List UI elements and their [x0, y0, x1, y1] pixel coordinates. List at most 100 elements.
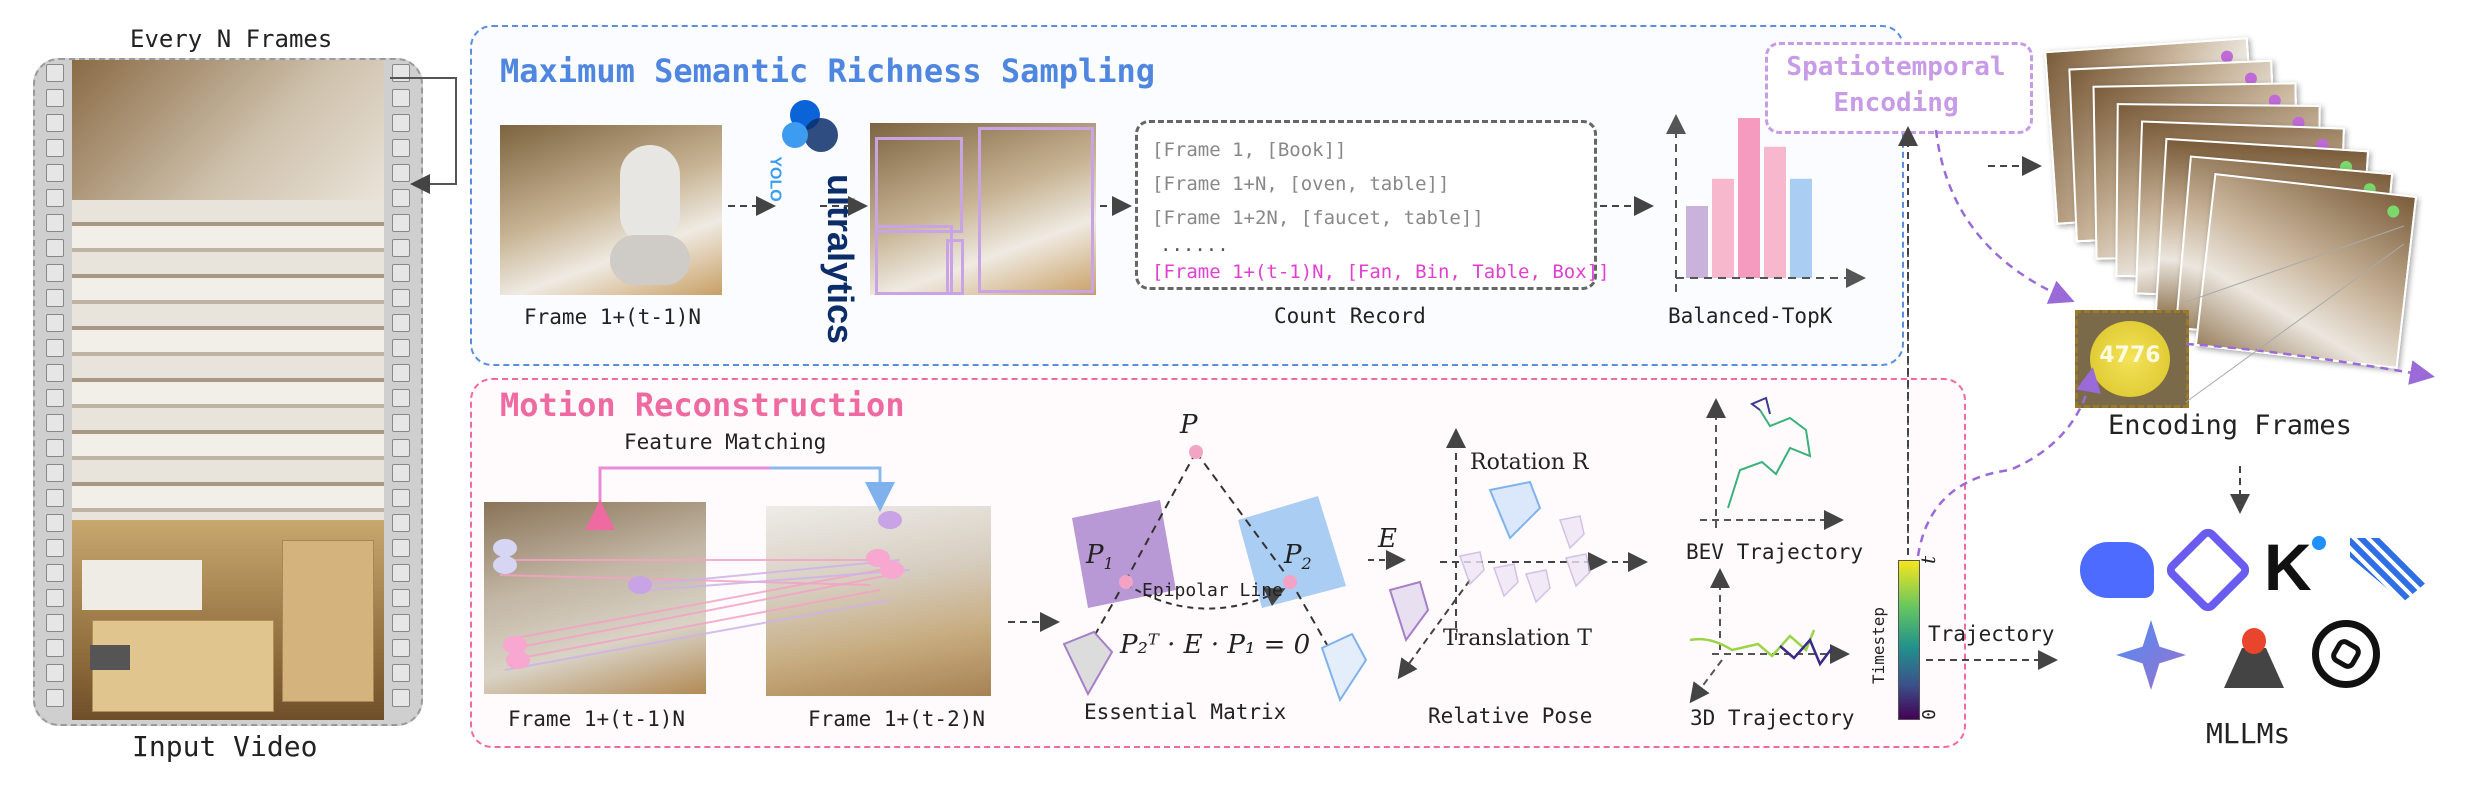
frame-stamp-icon [2386, 204, 2400, 219]
relative-pose-label: Relative Pose [1428, 704, 1593, 728]
input-video-label: Input Video [132, 730, 318, 763]
sprocket-hole [46, 689, 64, 707]
sprocket-hole [46, 189, 64, 207]
sprocket-hole [46, 589, 64, 607]
sprocket-hole [392, 139, 410, 157]
deepseek-icon [2080, 542, 2154, 598]
timestep-label: Timestep [1869, 606, 1889, 685]
film-sprockets-right [390, 64, 412, 714]
sprocket-hole [392, 414, 410, 432]
sprocket-hole [392, 189, 410, 207]
sprocket-hole [46, 314, 64, 332]
sprocket-hole [46, 214, 64, 232]
mllm-logos: K [2076, 524, 2436, 702]
sprocket-hole [46, 664, 64, 682]
sprocket-hole [46, 389, 64, 407]
sprocket-hole [392, 264, 410, 282]
sprocket-hole [46, 264, 64, 282]
sprocket-hole [46, 414, 64, 432]
epipolar-line-label: Epipolar Line [1142, 580, 1283, 601]
sprocket-hole [46, 64, 64, 82]
sprocket-hole [392, 89, 410, 107]
encoded-frame [2194, 173, 2418, 369]
sprocket-hole [46, 489, 64, 507]
trajectory-arrow-label: Trajectory [1928, 622, 2055, 646]
sprocket-hole [392, 364, 410, 382]
sprocket-hole [392, 564, 410, 582]
rotation-label: Rotation R [1470, 450, 1589, 475]
sprocket-hole [46, 114, 64, 132]
count-record-box: [Frame 1, [Book]] [Frame 1+N, [oven, tab… [1135, 120, 1610, 290]
sprocket-hole [46, 364, 64, 382]
film-sprockets-left [44, 64, 66, 714]
sprocket-hole [392, 589, 410, 607]
count-record-label: Count Record [1274, 304, 1426, 328]
encoding-title-line2: Encoding [1833, 88, 1959, 118]
sprocket-hole [392, 539, 410, 557]
sprocket-hole [46, 539, 64, 557]
frame-b-image [766, 506, 991, 696]
timestamp-stamp-zoom: 4776 [2075, 310, 2189, 408]
essential-equation: P₂ᵀ · E · P₁ = 0 [1120, 630, 1311, 660]
sprocket-hole [392, 289, 410, 307]
motion-title: Motion Reconstruction [500, 386, 905, 424]
ultralytics-logo-icon [782, 100, 842, 160]
encoding-frames-label: Encoding Frames [2108, 410, 2352, 441]
feature-matching-label: Feature Matching [624, 430, 827, 454]
sprocket-hole [46, 464, 64, 482]
sampled-frame-image [500, 125, 722, 295]
record-line: ...... [1160, 234, 1229, 256]
sprocket-hole [46, 614, 64, 632]
frame-b-label: Frame 1+(t-2)N [808, 707, 986, 731]
spatiotemporal-encoding-box [1765, 42, 2033, 134]
sprocket-hole [392, 689, 410, 707]
timestep-bottom-label: 0 [1918, 709, 1940, 720]
e-label: E [1378, 524, 1397, 554]
3d-trajectory-label: 3D Trajectory [1690, 706, 1855, 730]
bev-trajectory-label: BEV Trajectory [1686, 540, 1864, 564]
sprocket-hole [46, 514, 64, 532]
frame-a-image [484, 502, 706, 694]
timestep-colorbar [1898, 560, 1920, 720]
kimi-icon: K [2264, 530, 2312, 604]
sprocket-hole [392, 214, 410, 232]
kimi-dot-icon [2312, 536, 2326, 550]
openai-icon [2312, 620, 2380, 688]
yolo-wordmark: YOLO [766, 156, 784, 202]
sprocket-hole [392, 114, 410, 132]
essential-matrix-label: Essential Matrix [1084, 700, 1287, 724]
sprocket-hole [46, 139, 64, 157]
record-line: [Frame 1+N, [oven, table]] [1152, 173, 1450, 195]
sprocket-hole [392, 439, 410, 457]
volcano-icon [2218, 628, 2290, 688]
gemini-icon [2116, 620, 2186, 690]
sprocket-hole [392, 64, 410, 82]
ultralytics-wordmark: ultralytics [820, 173, 861, 345]
intern-icon [2350, 538, 2426, 602]
sprocket-hole [46, 639, 64, 657]
sprocket-hole [46, 339, 64, 357]
record-line: [Frame 1+2N, [faucet, table]] [1152, 207, 1484, 229]
arrow-encoding-to-stamp [1934, 129, 2075, 304]
sprocket-hole [392, 614, 410, 632]
translation-label: Translation T [1443, 626, 1592, 651]
detection-frame-image [870, 123, 1096, 295]
sprocket-hole [46, 564, 64, 582]
record-line: [Frame 1, [Book]] [1152, 139, 1347, 161]
sprocket-hole [46, 289, 64, 307]
sprocket-hole [392, 239, 410, 257]
p2-label: P2 [1284, 540, 1312, 574]
sprocket-hole [392, 639, 410, 657]
timestamp-stamp-text: 4776 [2099, 343, 2161, 368]
sprocket-hole [392, 164, 410, 182]
sampled-frame-label: Frame 1+(t-1)N [524, 305, 702, 329]
sprocket-hole [392, 489, 410, 507]
sprocket-hole [392, 514, 410, 532]
input-video-frames [72, 60, 384, 720]
mllms-label: MLLMs [2206, 717, 2291, 750]
sprocket-hole [46, 164, 64, 182]
every-n-frames-label: Every N Frames [130, 25, 333, 53]
qwen-icon [2162, 524, 2254, 616]
sampling-title: Maximum Semantic Richness Sampling [500, 52, 1156, 90]
sprocket-hole [392, 314, 410, 332]
